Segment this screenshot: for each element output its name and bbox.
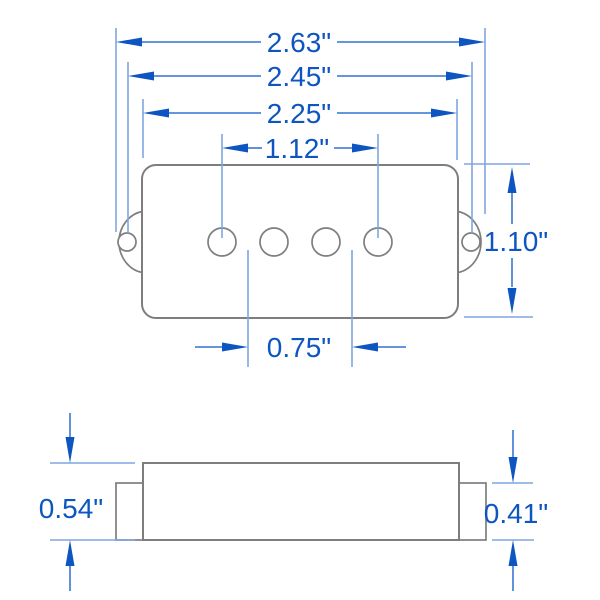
arrowhead: [222, 342, 248, 352]
dim-label-body-width: 2.25": [267, 98, 331, 129]
dimension-overall-height: 0.54": [39, 413, 135, 591]
dim-label-flange-height: 0.41": [484, 498, 548, 529]
top-view: [117, 164, 482, 319]
right-flange: [458, 482, 487, 541]
arrowhead: [352, 342, 378, 352]
right-mounting-hole: [461, 232, 481, 252]
pickup-body-side: [142, 462, 460, 541]
arrowhead: [508, 540, 518, 566]
arrowhead: [128, 71, 154, 81]
arrowhead: [431, 108, 457, 118]
arrowhead: [143, 108, 169, 118]
dimension-body-width: 2.25": [142, 98, 458, 160]
dimension-pole-span: 1.12": [221, 133, 379, 238]
pole-piece-hole: [259, 227, 289, 257]
dimension-body-depth: 1.10": [464, 163, 548, 318]
dimension-flange-height: 0.41": [484, 430, 548, 591]
dim-label-body-depth: 1.10": [484, 226, 548, 257]
left-mounting-hole: [117, 232, 137, 252]
arrowhead: [65, 540, 75, 566]
arrowhead: [507, 288, 517, 314]
dimension-mounting-hole-spacing: 2.45": [127, 61, 473, 233]
dimension-overall-width: 2.63": [115, 27, 486, 232]
dim-label-overall-width: 2.63": [267, 27, 331, 58]
dimension-pole-pair-spacing: 0.75": [195, 250, 406, 367]
dim-label-mounting-spacing: 2.45": [267, 61, 331, 92]
arrowhead: [352, 143, 378, 153]
pole-piece-hole: [311, 227, 341, 257]
side-view: [115, 462, 487, 541]
arrowhead: [507, 167, 517, 193]
arrowhead: [446, 71, 472, 81]
arrowhead: [65, 437, 75, 463]
arrowhead: [459, 37, 485, 47]
dim-label-overall-height: 0.54": [39, 493, 103, 524]
dim-label-pair-spacing: 0.75": [267, 332, 331, 363]
pickup-cover-body: [141, 164, 459, 319]
arrowhead: [222, 143, 248, 153]
arrowhead: [508, 457, 518, 483]
dim-label-pole-span: 1.12": [265, 133, 329, 164]
left-flange: [115, 482, 144, 541]
arrowhead: [116, 37, 142, 47]
